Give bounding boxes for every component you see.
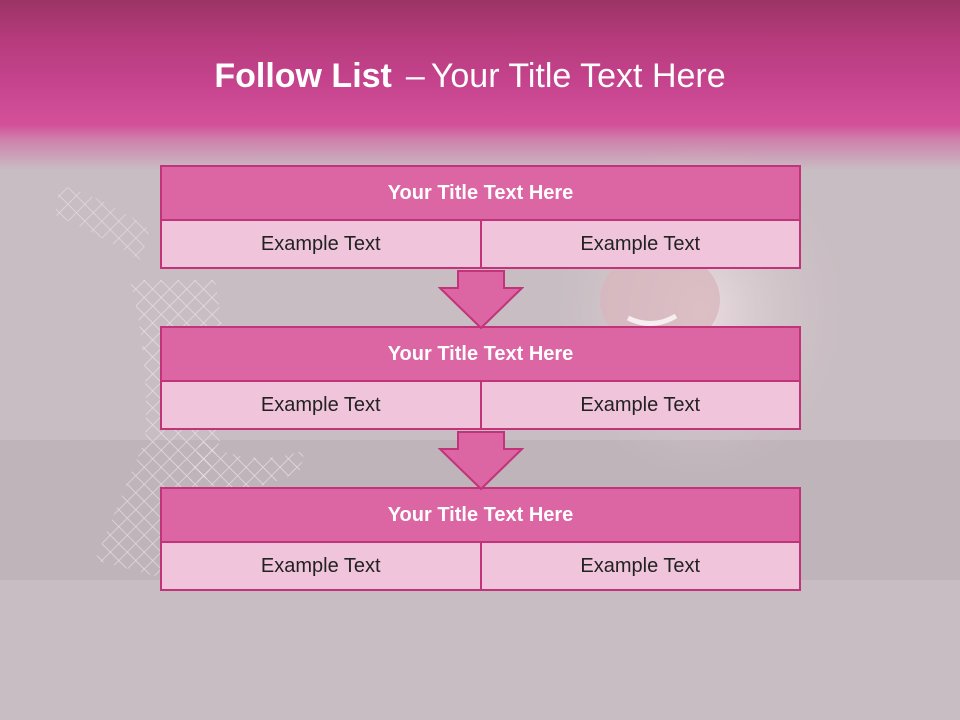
title-rest: Your Title Text Here — [430, 57, 726, 95]
step-3-row: Example Text Example Text — [160, 541, 801, 591]
title-bold: Follow List — [214, 57, 392, 95]
down-arrow-icon — [438, 270, 524, 330]
step-3-title: Your Title Text Here — [160, 487, 801, 543]
step-2-row: Example Text Example Text — [160, 380, 801, 430]
header-band — [0, 0, 960, 170]
step-1-left-cell: Example Text — [160, 219, 482, 269]
step-2-right-cell: Example Text — [479, 380, 801, 430]
step-3-left-cell: Example Text — [160, 541, 482, 591]
step-3: Your Title Text Here Example Text Exampl… — [160, 487, 801, 591]
step-1-right-cell: Example Text — [479, 219, 801, 269]
step-1-row: Example Text Example Text — [160, 219, 801, 269]
step-2-left-cell: Example Text — [160, 380, 482, 430]
step-2-title: Your Title Text Here — [160, 326, 801, 382]
step-3-right-cell: Example Text — [479, 541, 801, 591]
slide-title: Follow List–Your Title Text Here — [0, 56, 940, 96]
title-dash: – — [405, 57, 425, 95]
step-2: Your Title Text Here Example Text Exampl… — [160, 326, 801, 430]
step-1-title: Your Title Text Here — [160, 165, 801, 221]
step-1: Your Title Text Here Example Text Exampl… — [160, 165, 801, 269]
down-arrow-icon — [438, 431, 524, 491]
